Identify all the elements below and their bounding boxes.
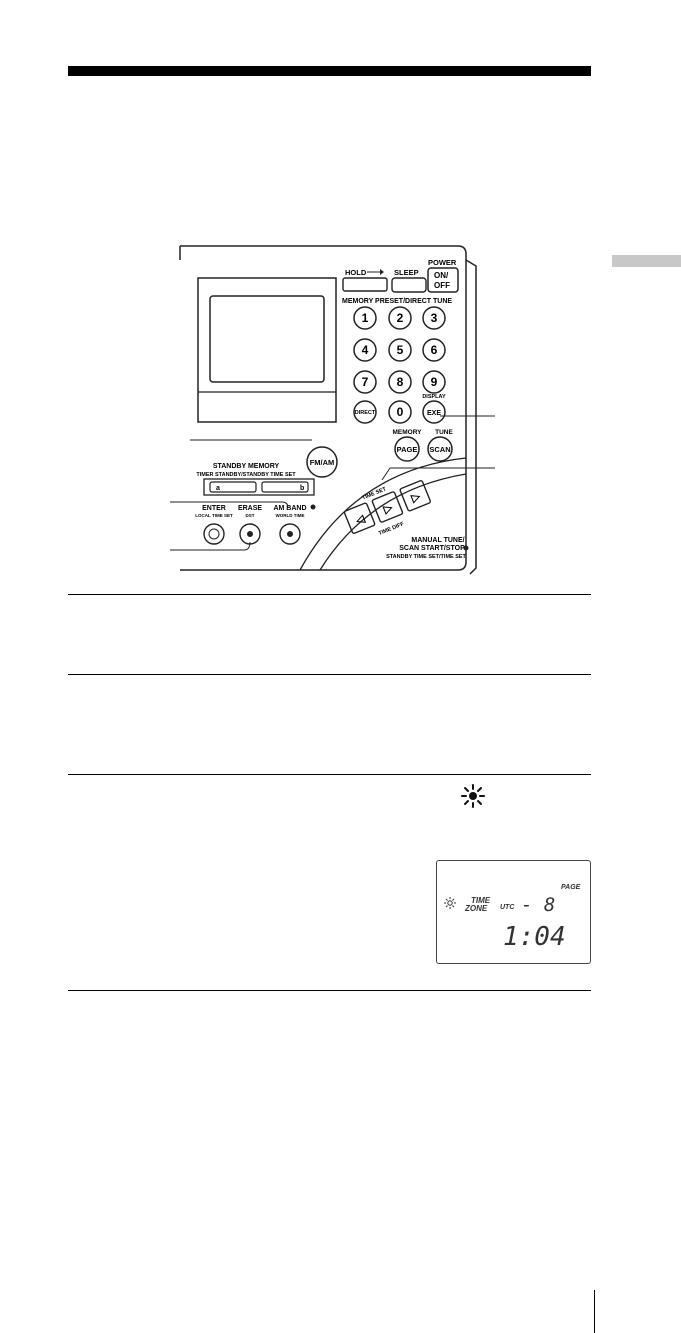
timer-standby-label: TIMER STANDBY/STANDBY TIME SET <box>196 472 296 478</box>
memory-label: MEMORY <box>392 429 422 436</box>
direct-button[interactable] <box>353 400 377 424</box>
enter-button[interactable] <box>203 523 225 545</box>
lcd-page-label: PAGE <box>561 884 581 891</box>
local-time-set-label: LOCAL TIME SET <box>195 513 233 518</box>
display-label: DISPLAY <box>422 394 446 400</box>
divider-4 <box>68 990 591 991</box>
fmam-label: FM/AM <box>310 458 335 467</box>
time-diff-label: TIME DIFF <box>378 521 406 537</box>
key-6-label: 6 <box>431 343 438 357</box>
hold-switch[interactable] <box>342 277 388 292</box>
tune-label: TUNE <box>435 429 453 436</box>
erase-label: ERASE <box>238 505 262 512</box>
section-tab <box>612 255 681 267</box>
scan-button[interactable] <box>427 436 453 462</box>
key-7[interactable] <box>353 370 377 394</box>
key-1[interactable] <box>353 306 377 330</box>
lcd-clock: 1:04 <box>503 922 566 952</box>
fast-forward-button[interactable] <box>399 480 431 512</box>
manual-tune-label: MANUAL TUNE/ <box>411 537 464 544</box>
am-band-label: AM BAND <box>273 505 306 512</box>
world-time-label: WORLD TIME <box>276 513 305 518</box>
rewind-button[interactable] <box>343 502 376 534</box>
key-8-label: 8 <box>397 375 404 389</box>
sleep-button[interactable] <box>391 277 427 293</box>
on-label: ON/ <box>434 271 449 280</box>
hold-label: HOLD <box>345 268 367 277</box>
standby-memory-label: STANDBY MEMORY <box>213 463 280 470</box>
key-1-label: 1 <box>362 311 369 325</box>
lcd-display: TIME ZONE UTC - 8 PAGE 1:04 <box>436 860 591 964</box>
key-7-label: 7 <box>362 375 369 389</box>
key-9-label: 9 <box>431 375 438 389</box>
am-band-button[interactable] <box>279 523 301 545</box>
fast-forward-icon: ▷ <box>409 490 423 505</box>
divider-1 <box>68 594 591 595</box>
enter-label: ENTER <box>202 505 226 512</box>
key-5-label: 5 <box>397 343 404 357</box>
key-4[interactable] <box>353 338 377 362</box>
memory-preset-label: MEMORY PRESET/DIRECT TUNE <box>342 298 452 305</box>
lcd-time-label: TIME <box>471 896 491 905</box>
key-0-label: 0 <box>397 405 404 419</box>
scan-start-stop-label: SCAN START/STOP <box>399 545 465 552</box>
page-margin-line <box>594 1290 595 1333</box>
key-2-label: 2 <box>397 311 404 325</box>
divider-2 <box>68 674 591 675</box>
lcd-sun-icon <box>444 897 456 909</box>
sleep-label: SLEEP <box>394 268 419 277</box>
fmam-button[interactable] <box>306 446 338 478</box>
forward-button[interactable] <box>371 491 404 523</box>
key-4-label: 4 <box>362 343 369 357</box>
exe-button[interactable] <box>422 400 446 424</box>
standby-a-label: a <box>216 485 220 492</box>
divider-3 <box>68 774 591 775</box>
forward-icon: ▷ <box>381 502 395 517</box>
lcd-zone-label: ZONE <box>464 904 488 913</box>
direct-label: DIRECT <box>355 410 376 416</box>
lcd-offset: - 8 <box>521 894 555 916</box>
lcd-utc-label: UTC <box>500 904 515 911</box>
key-3-label: 3 <box>431 311 438 325</box>
key-5[interactable] <box>388 338 412 362</box>
dst-label: DST <box>246 513 255 518</box>
power-label: POWER <box>428 258 457 267</box>
key-9[interactable] <box>422 370 446 394</box>
key-8[interactable] <box>388 370 412 394</box>
key-2[interactable] <box>388 306 412 330</box>
standby-time-set-label: STANDBY TIME SET/TIME SET <box>386 554 466 560</box>
scan-label: SCAN <box>429 445 450 454</box>
standby-a-button[interactable] <box>209 481 257 493</box>
off-label: OFF <box>434 281 450 290</box>
standby-b-button[interactable] <box>261 481 309 493</box>
page-label: PAGE <box>397 445 418 454</box>
header-bar <box>68 66 591 76</box>
exe-label: EXE <box>427 410 441 417</box>
page-button[interactable] <box>394 436 420 462</box>
key-3[interactable] <box>422 306 446 330</box>
key-0[interactable] <box>388 400 412 424</box>
power-button[interactable] <box>427 267 459 293</box>
standby-b-label: b <box>300 485 304 492</box>
rewind-icon: ◁ <box>353 513 367 528</box>
sun-icon <box>461 784 485 808</box>
radio-illustration: HOLD SLEEP POWER ON/ OFF MEMORY PRESET/D… <box>170 245 495 575</box>
key-6[interactable] <box>422 338 446 362</box>
